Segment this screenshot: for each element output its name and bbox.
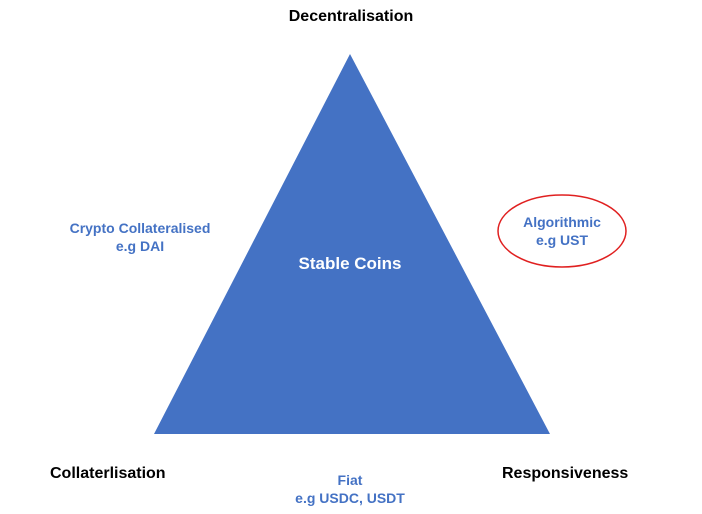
category-algorithmic-example: e.g UST (535, 231, 589, 248)
category-fiat-example: e.g USDC, USDT (295, 489, 405, 506)
category-fiat: Fiat e.g USDC, USDT (260, 472, 440, 507)
vertex-label-responsiveness: Responsiveness (502, 465, 629, 482)
category-crypto-example: e.g DAI (115, 237, 165, 254)
category-crypto-collateralised: Crypto Collateralised e.g DAI (40, 220, 240, 255)
category-crypto-name: Crypto Collateralised (69, 220, 211, 236)
category-algorithmic: Algorithmic e.g UST (482, 214, 642, 249)
category-fiat-name: Fiat (337, 472, 363, 488)
category-algorithmic-name: Algorithmic (523, 214, 601, 230)
stable-coins-triangle (154, 54, 550, 434)
center-label-stable-coins: Stable Coins (298, 254, 402, 273)
algorithmic-highlight-circle (497, 194, 627, 268)
vertex-label-decentralisation: Decentralisation (288, 8, 414, 25)
vertex-label-collaterlisation: Collaterlisation (50, 465, 166, 482)
